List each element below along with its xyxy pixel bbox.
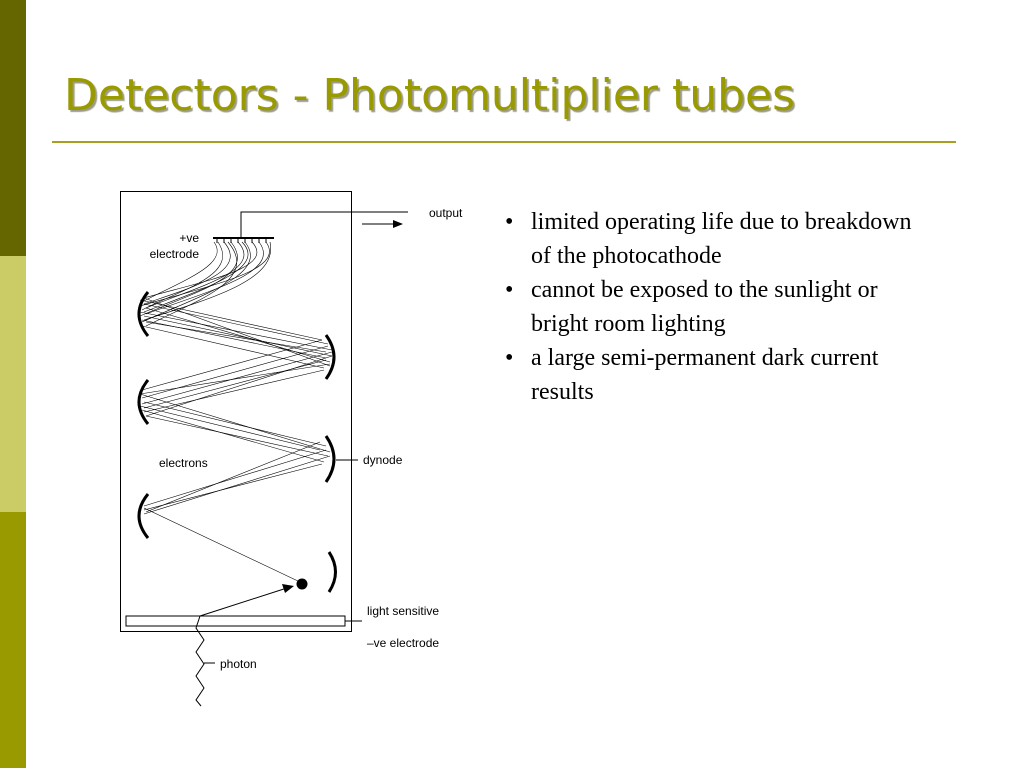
sidebar-band-middle xyxy=(0,256,26,512)
dynode-4 xyxy=(137,379,150,425)
bullet-item: • a large semi-permanent dark current res… xyxy=(505,341,915,409)
dynodes xyxy=(137,291,337,593)
tube-outline xyxy=(120,191,352,632)
dynode-5 xyxy=(324,334,336,380)
output-lead xyxy=(240,211,408,238)
bullet-marker: • xyxy=(505,277,514,303)
title-underline xyxy=(52,141,956,143)
bullet-list: • limited operating life due to breakdown… xyxy=(505,205,915,409)
label-light-sensitive: light sensitive xyxy=(367,604,439,618)
label-negative-electrode: –ve electrode xyxy=(367,636,439,650)
bullet-item: • cannot be exposed to the sunlight or br… xyxy=(505,273,915,341)
bullet-text: cannot be exposed to the sunlight or bri… xyxy=(531,277,878,337)
electron-paths xyxy=(139,241,333,583)
bullet-marker: • xyxy=(505,345,514,371)
bullet-marker: • xyxy=(505,209,514,235)
dynode-3 xyxy=(324,435,336,483)
label-positive-electrode-line2: electrode xyxy=(150,247,200,261)
bullet-text: a large semi-permanent dark current resu… xyxy=(531,345,879,405)
label-dynode: dynode xyxy=(363,453,403,467)
label-output: output xyxy=(429,206,463,220)
anode xyxy=(213,237,274,243)
bullet-text: limited operating life due to breakdown … xyxy=(531,209,912,269)
label-electrons: electrons xyxy=(159,456,208,470)
photoelectron-dot xyxy=(296,578,308,590)
sidebar-band-bottom xyxy=(0,512,26,768)
sidebar-band-top xyxy=(0,0,26,256)
label-photon: photon xyxy=(220,657,257,671)
photocathode xyxy=(125,615,346,627)
dynode-2 xyxy=(137,493,150,539)
photoelectron-arrow xyxy=(199,586,291,617)
output-arrowhead xyxy=(393,220,403,228)
bullet-item: • limited operating life due to breakdown… xyxy=(505,205,915,273)
photoelectron-arrowhead xyxy=(282,584,294,593)
photomultiplier-diagram: output +ve electrode electrons dynode li… xyxy=(120,191,463,707)
photon-wave xyxy=(195,615,205,707)
dynode-1 xyxy=(327,551,337,593)
label-positive-electrode-line1: +ve xyxy=(179,231,199,245)
sidebar-decoration xyxy=(0,0,26,768)
slide-title: Detectors - Photomultiplier tubes xyxy=(64,70,796,121)
dynode-6 xyxy=(137,291,150,337)
